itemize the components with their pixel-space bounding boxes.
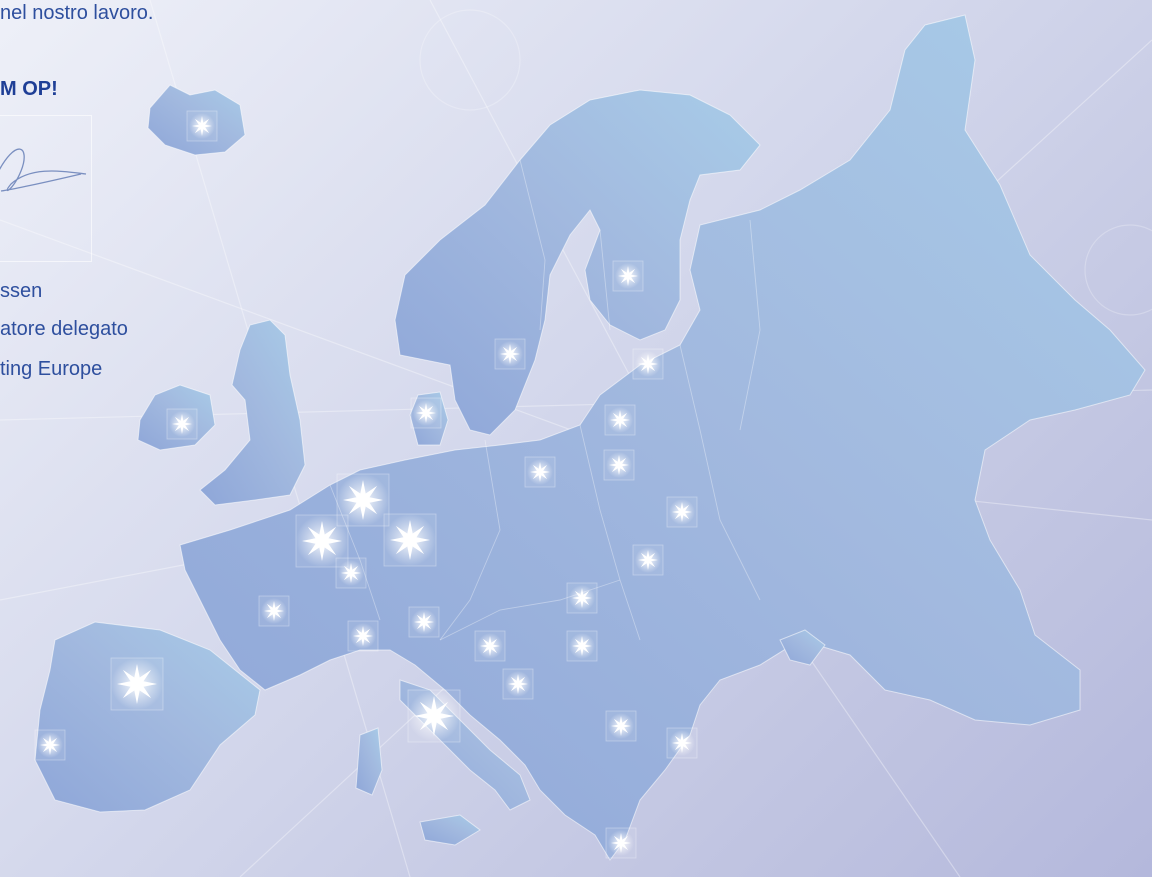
star-icon bbox=[500, 344, 520, 364]
star-marker bbox=[295, 514, 349, 568]
iberia-shape bbox=[34, 621, 261, 813]
signer-name-fragment: ssen bbox=[0, 280, 43, 302]
star-marker bbox=[408, 606, 440, 638]
member-markers bbox=[34, 110, 698, 859]
star-icon bbox=[40, 735, 60, 755]
star-marker bbox=[605, 827, 637, 859]
star-marker bbox=[603, 449, 635, 481]
star-icon bbox=[192, 116, 212, 136]
star-marker bbox=[494, 338, 526, 370]
star-icon bbox=[638, 354, 658, 374]
star-icon bbox=[572, 588, 592, 608]
star-icon bbox=[416, 403, 436, 423]
star-marker bbox=[605, 710, 637, 742]
star-marker bbox=[524, 456, 556, 488]
signer-company-fragment: ting Europe bbox=[0, 358, 103, 380]
signer-title-fragment: atore delegato bbox=[0, 318, 128, 340]
star-icon bbox=[610, 410, 630, 430]
star-marker bbox=[666, 727, 698, 759]
star-marker bbox=[347, 620, 379, 652]
star-marker bbox=[34, 729, 66, 761]
star-icon bbox=[343, 480, 383, 520]
star-marker bbox=[566, 582, 598, 614]
star-marker bbox=[335, 557, 367, 589]
star-icon bbox=[172, 414, 192, 434]
star-icon bbox=[390, 520, 430, 560]
star-marker bbox=[632, 348, 664, 380]
star-icon bbox=[611, 716, 631, 736]
star-marker bbox=[474, 630, 506, 662]
star-icon bbox=[480, 636, 500, 656]
star-icon bbox=[508, 674, 528, 694]
star-icon bbox=[672, 733, 692, 753]
signature-box bbox=[0, 115, 92, 262]
star-marker bbox=[604, 404, 636, 436]
sicily-shape bbox=[419, 814, 481, 846]
star-icon bbox=[264, 601, 284, 621]
star-marker bbox=[166, 408, 198, 440]
star-icon bbox=[302, 521, 342, 561]
star-icon bbox=[414, 696, 454, 736]
heading-fragment: M OP! bbox=[0, 78, 58, 100]
star-icon bbox=[572, 636, 592, 656]
star-marker bbox=[186, 110, 218, 142]
sardinia-shape bbox=[355, 727, 383, 796]
star-marker bbox=[410, 397, 442, 429]
landmass bbox=[34, 14, 1146, 861]
star-icon bbox=[672, 502, 692, 522]
star-marker bbox=[407, 689, 461, 743]
britain-shape bbox=[199, 319, 306, 506]
intro-text-fragment: nel nostro lavoro. bbox=[0, 2, 154, 24]
star-icon bbox=[117, 664, 157, 704]
star-icon bbox=[341, 563, 361, 583]
star-icon bbox=[611, 833, 631, 853]
star-icon bbox=[609, 455, 629, 475]
star-marker bbox=[612, 260, 644, 292]
signature-image bbox=[0, 148, 87, 192]
star-marker bbox=[258, 595, 290, 627]
star-marker bbox=[336, 473, 390, 527]
star-marker bbox=[632, 544, 664, 576]
star-marker bbox=[566, 630, 598, 662]
star-marker bbox=[110, 657, 164, 711]
star-icon bbox=[353, 626, 373, 646]
star-icon bbox=[530, 462, 550, 482]
scandinavia-shape bbox=[394, 89, 761, 436]
star-icon bbox=[414, 612, 434, 632]
mainland-shape bbox=[179, 14, 1146, 861]
star-marker bbox=[666, 496, 698, 528]
star-icon bbox=[618, 266, 638, 286]
star-marker bbox=[383, 513, 437, 567]
star-icon bbox=[638, 550, 658, 570]
crimea-shape bbox=[779, 629, 826, 666]
star-marker bbox=[502, 668, 534, 700]
